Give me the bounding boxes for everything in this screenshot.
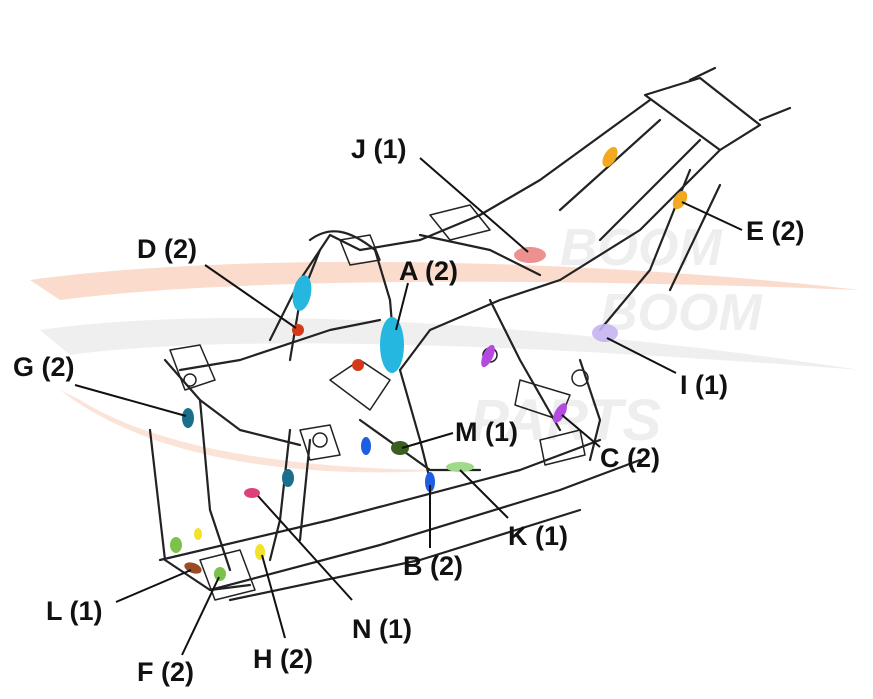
watermark-line2: BOOM: [600, 284, 763, 342]
watermark-text: BOOM BOOM PARTS: [470, 219, 763, 453]
watermark-line3: PARTS: [470, 388, 662, 453]
label-d: D (2): [137, 234, 197, 264]
mark-k: [446, 462, 474, 472]
mark-b-2: [425, 472, 435, 492]
label-g: G (2): [13, 352, 75, 382]
label-a: A (2): [399, 256, 458, 286]
label-n: N (1): [352, 614, 412, 644]
label-k: K (1): [508, 521, 568, 551]
atv-frame-drawing: [148, 66, 792, 602]
mark-c-1: [481, 344, 495, 368]
mark-c-2: [553, 403, 567, 423]
label-b: B (2): [403, 551, 463, 581]
watermark-swoosh: [30, 261, 860, 473]
mark-d-2: [352, 359, 364, 371]
callout-labels: J (1) E (2) D (2) A (2) G (2) I (1) M (1…: [13, 134, 805, 687]
label-l: L (1): [46, 596, 103, 626]
mark-j: [514, 247, 546, 263]
mark-g-1: [182, 408, 194, 428]
mark-a-1: [292, 275, 312, 311]
mark-g-2: [282, 469, 294, 487]
mark-b-1: [361, 437, 371, 455]
label-e: E (2): [746, 216, 805, 246]
label-f: F (2): [137, 657, 194, 687]
label-m: M (1): [455, 417, 518, 447]
mark-n: [244, 488, 260, 498]
mark-a-2: [380, 317, 404, 373]
label-h: H (2): [253, 644, 313, 674]
mark-m: [391, 441, 409, 455]
mark-f-2: [214, 567, 226, 581]
mark-h-1: [194, 528, 202, 540]
label-j: J (1): [351, 134, 407, 164]
leader-lines: [74, 157, 743, 656]
mark-e-1: [602, 147, 618, 167]
highlight-marks: [170, 147, 688, 581]
label-c: C (2): [600, 443, 660, 473]
mark-f-1: [170, 537, 182, 553]
mark-i: [592, 324, 618, 342]
label-i: I (1): [680, 370, 728, 400]
mark-e-2: [672, 190, 688, 210]
